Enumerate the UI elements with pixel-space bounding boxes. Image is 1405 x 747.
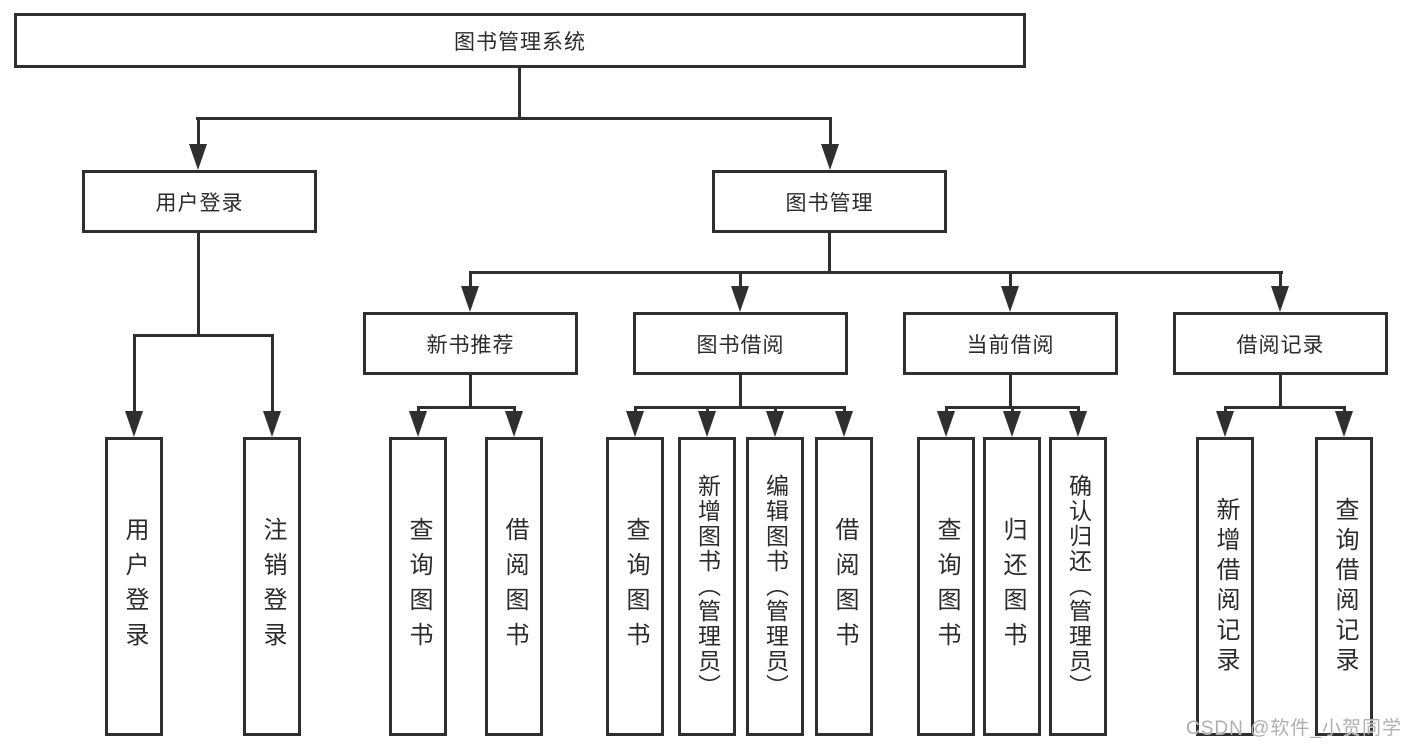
connector-book-management-stem	[828, 233, 831, 273]
arrowhead-icon	[461, 286, 479, 312]
connector-leaf-stem	[634, 406, 637, 414]
node-user-login-label: 用户登录	[155, 191, 244, 215]
connector-borrow-records-split	[1224, 406, 1346, 409]
leaf-borrow-books-recommend: 借阅图书	[485, 437, 543, 736]
node-user-login: 用户登录	[82, 170, 317, 233]
connector-to-leaf-user-login	[133, 334, 136, 412]
leaf-user-login-label: 用户登录	[121, 516, 148, 657]
leaf-borrow-books-recommend-label: 借阅图书	[501, 516, 528, 657]
leaf-query-books-current-label: 查询图书	[933, 516, 960, 657]
arrowhead-icon	[1335, 411, 1353, 437]
connector-new-book-split	[417, 406, 516, 409]
arrowhead-icon	[698, 411, 716, 437]
connector-leaf-stem	[843, 406, 846, 414]
arrowhead-icon	[263, 411, 281, 437]
arrowhead-icon	[189, 144, 207, 170]
arrowhead-icon	[1216, 411, 1234, 437]
leaf-borrow-books: 借阅图书	[815, 437, 873, 736]
leaf-confirm-return-admin-label: 确认归还（管理员）	[1065, 474, 1092, 699]
connector-leaf-stem	[774, 406, 777, 414]
arrowhead-icon	[1271, 286, 1289, 312]
connector-book-borrow-stem	[739, 375, 742, 408]
leaf-add-book-admin-label: 新增图书（管理员）	[694, 474, 721, 699]
connector-root-stem	[518, 68, 521, 120]
arrowhead-icon	[821, 144, 839, 170]
leaf-edit-book-admin: 编辑图书（管理员）	[746, 437, 804, 736]
connector-leaf-stem	[1011, 406, 1014, 414]
arrowhead-icon	[1003, 411, 1021, 437]
node-book-borrow: 图书借阅	[633, 312, 848, 375]
arrowhead-icon	[835, 411, 853, 437]
node-book-borrow-label: 图书借阅	[696, 333, 785, 357]
node-library-system-label: 图书管理系统	[454, 30, 586, 54]
connector-leaf-stem	[1224, 406, 1227, 414]
leaf-query-books-borrow-label: 查询图书	[622, 516, 649, 657]
node-new-book-recommend-label: 新书推荐	[426, 333, 515, 357]
arrowhead-icon	[125, 411, 143, 437]
leaf-query-borrow-record-label: 查询借阅记录	[1331, 496, 1358, 677]
connector-leaf-stem	[945, 406, 948, 414]
node-current-borrow-label: 当前借阅	[966, 333, 1055, 357]
node-current-borrow: 当前借阅	[903, 312, 1118, 375]
node-borrow-records: 借阅记录	[1173, 312, 1388, 375]
node-book-management-label: 图书管理	[785, 191, 874, 215]
leaf-add-borrow-record-label: 新增借阅记录	[1212, 496, 1239, 677]
node-borrow-records-label: 借阅记录	[1236, 333, 1325, 357]
connector-user-login-split	[133, 334, 274, 337]
connector-leaf-stem	[417, 406, 420, 414]
leaf-logout-label: 注销登录	[259, 516, 286, 657]
arrowhead-icon	[1001, 286, 1019, 312]
arrowhead-icon	[505, 411, 523, 437]
connector-to-book-management	[829, 117, 832, 145]
connector-to-new-book	[469, 271, 472, 287]
connector-leaf-stem	[513, 406, 516, 414]
node-new-book-recommend: 新书推荐	[363, 312, 578, 375]
leaf-add-book-admin: 新增图书（管理员）	[678, 437, 736, 736]
connector-leaf-stem	[1077, 406, 1080, 414]
connector-new-book-stem	[469, 375, 472, 408]
arrowhead-icon	[626, 411, 644, 437]
arrowhead-icon	[409, 411, 427, 437]
connector-leaf-stem	[1343, 406, 1346, 414]
leaf-borrow-books-label: 借阅图书	[831, 516, 858, 657]
leaf-add-borrow-record: 新增借阅记录	[1196, 437, 1254, 736]
arrowhead-icon	[766, 411, 784, 437]
leaf-return-book-label: 归还图书	[999, 516, 1026, 657]
connector-to-borrow-records	[1279, 271, 1282, 287]
leaf-confirm-return-admin: 确认归还（管理员）	[1049, 437, 1107, 736]
leaf-return-book: 归还图书	[983, 437, 1041, 736]
leaf-user-login: 用户登录	[105, 437, 163, 736]
connector-to-user-login	[197, 117, 200, 145]
leaf-query-books-recommend: 查询图书	[389, 437, 447, 736]
leaf-logout: 注销登录	[243, 437, 301, 736]
connector-root-split	[196, 117, 832, 120]
leaf-query-books-borrow: 查询图书	[606, 437, 664, 736]
leaf-query-books-current: 查询图书	[917, 437, 975, 736]
connector-to-leaf-logout	[271, 334, 274, 412]
arrowhead-icon	[937, 411, 955, 437]
leaf-edit-book-admin-label: 编辑图书（管理员）	[762, 474, 789, 699]
node-library-system: 图书管理系统	[14, 13, 1026, 68]
leaf-query-borrow-record: 查询借阅记录	[1315, 437, 1373, 736]
connector-user-login-stem	[197, 233, 200, 335]
connector-to-book-borrow	[739, 271, 742, 287]
connector-current-borrow-stem	[1009, 375, 1012, 408]
watermark: CSDN @软件_小贺同学	[1186, 718, 1402, 739]
node-book-management: 图书管理	[712, 170, 947, 233]
arrowhead-icon	[1069, 411, 1087, 437]
connector-book-borrow-split	[634, 406, 846, 409]
connector-leaf-stem	[706, 406, 709, 414]
leaf-query-books-recommend-label: 查询图书	[405, 516, 432, 657]
arrowhead-icon	[731, 286, 749, 312]
connector-to-current-borrow	[1009, 271, 1012, 287]
connector-borrow-records-stem	[1279, 375, 1282, 408]
connector-book-management-split	[469, 271, 1283, 274]
